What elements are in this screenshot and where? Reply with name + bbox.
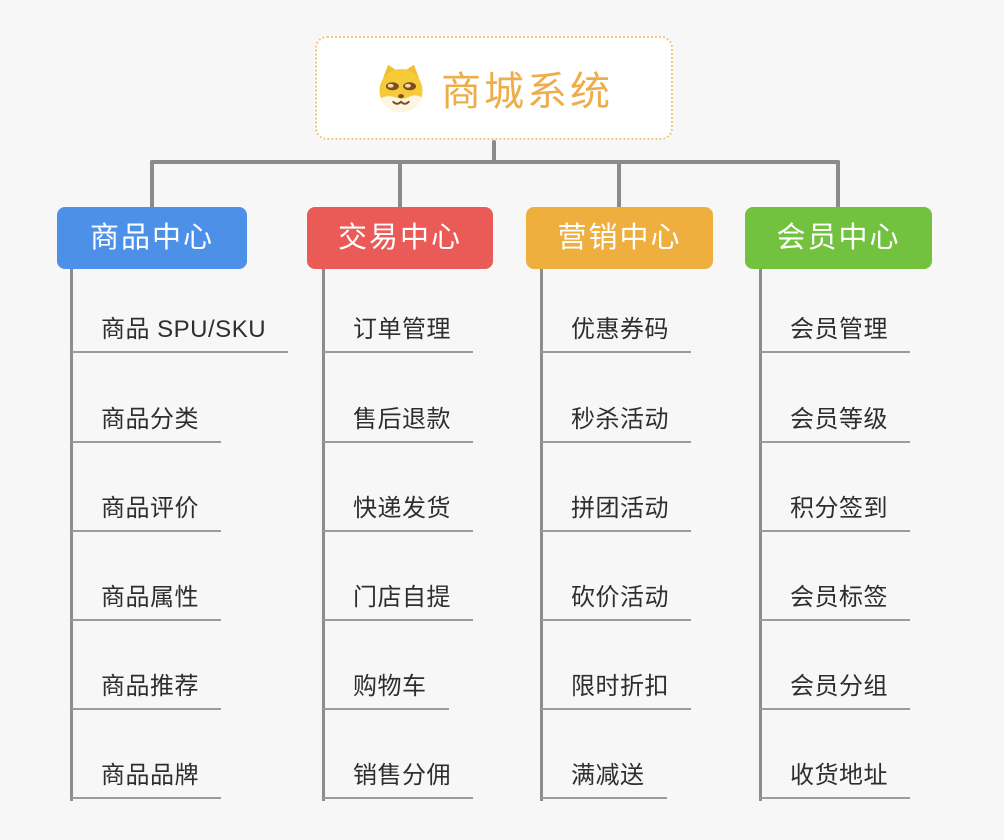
leaf-node[interactable]: 积分签到 [760, 494, 910, 532]
branch-trunk-line [759, 269, 762, 801]
root-title: 商城系统 [441, 70, 613, 114]
leaf-node[interactable]: 商品分类 [71, 405, 221, 443]
leaf-node[interactable]: 限时折扣 [541, 672, 691, 710]
leaf-node[interactable]: 商品 SPU/SKU [71, 315, 289, 353]
leaf-node[interactable]: 砍价活动 [541, 583, 691, 621]
leaf-node[interactable]: 会员分组 [760, 672, 910, 710]
branch-node-member-center[interactable]: 会员中心 [745, 207, 932, 269]
connector-branch-stub-4 [836, 160, 840, 208]
leaf-node[interactable]: 门店自提 [323, 583, 473, 621]
leaf-node[interactable]: 购物车 [323, 672, 449, 710]
leaf-node[interactable]: 会员管理 [760, 315, 910, 353]
leaf-node[interactable]: 商品评价 [71, 494, 221, 532]
root-node[interactable]: 商城系统 [315, 36, 673, 140]
leaf-node[interactable]: 会员标签 [760, 583, 910, 621]
connector-horizontal-bus [150, 160, 840, 164]
leaf-node[interactable]: 拼团活动 [541, 494, 691, 532]
branch-trunk-line [540, 269, 543, 801]
leaf-node[interactable]: 销售分佣 [323, 761, 473, 799]
leaf-node[interactable]: 收货地址 [760, 761, 910, 799]
connector-branch-stub-2 [398, 160, 402, 208]
connector-root-stem [492, 140, 496, 162]
shiba-dog-icon [375, 63, 427, 113]
leaf-node[interactable]: 会员等级 [760, 405, 910, 443]
leaf-node[interactable]: 商品品牌 [71, 761, 221, 799]
branch-node-product-center[interactable]: 商品中心 [57, 207, 247, 269]
branch-trunk-line [70, 269, 73, 801]
leaf-node[interactable]: 优惠券码 [541, 315, 691, 353]
connector-branch-stub-3 [617, 160, 621, 208]
leaf-node[interactable]: 满减送 [541, 761, 667, 799]
leaf-node[interactable]: 订单管理 [323, 315, 473, 353]
leaf-node[interactable]: 商品属性 [71, 583, 221, 621]
branch-node-trade-center[interactable]: 交易中心 [307, 207, 493, 269]
connector-branch-stub-1 [150, 160, 154, 208]
leaf-node[interactable]: 商品推荐 [71, 672, 221, 710]
leaf-node[interactable]: 快递发货 [323, 494, 473, 532]
leaf-node[interactable]: 秒杀活动 [541, 405, 691, 443]
leaf-node[interactable]: 售后退款 [323, 405, 473, 443]
branch-node-marketing-center[interactable]: 营销中心 [526, 207, 713, 269]
branch-trunk-line [322, 269, 325, 801]
